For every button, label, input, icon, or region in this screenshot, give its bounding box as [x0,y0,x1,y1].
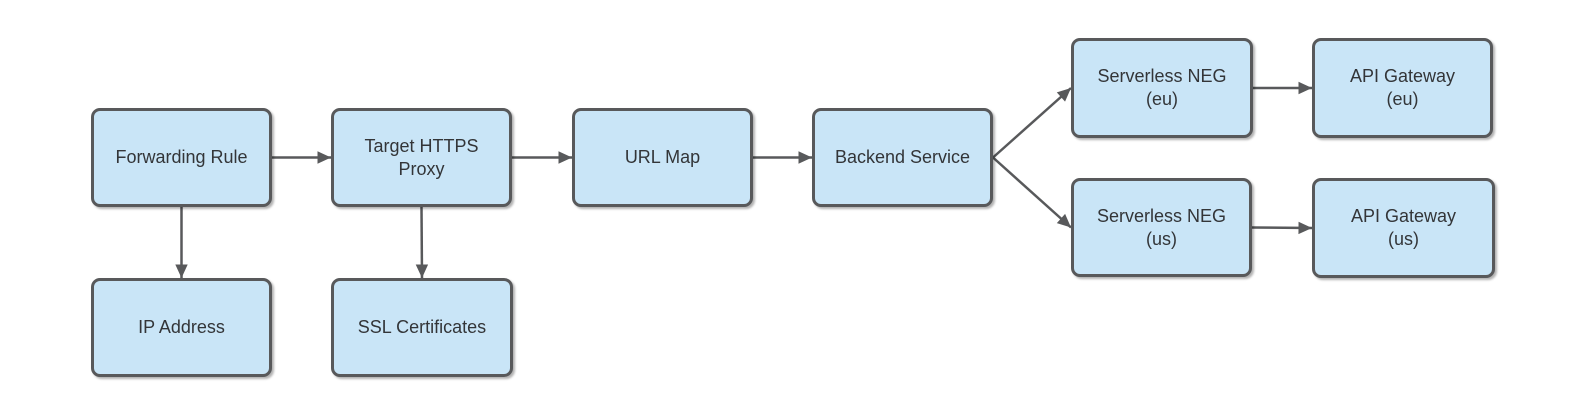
node-backend-service: Backend Service [812,108,993,207]
edge-backend-service-to-serverless-neg-eu [992,87,1072,159]
node-api-gateway-us: API Gateway(us) [1312,178,1495,278]
node-serverless-neg-eu: Serverless NEG(eu) [1071,38,1253,138]
node-forwarding-rule: Forwarding Rule [91,108,272,207]
node-label: SSL Certificates [357,317,487,337]
node-label: API Gateway(us) [1350,206,1457,249]
node-label: API Gateway(eu) [1349,66,1456,109]
node-label: IP Address [138,317,225,337]
node-serverless-neg-us: Serverless NEG(us) [1071,178,1252,277]
node-label: URL Map [624,147,701,167]
node-api-gateway-eu: API Gateway(eu) [1312,38,1493,138]
node-label: Forwarding Rule [115,147,248,167]
node-ip-address: IP Address [91,278,272,377]
edge-backend-service-to-serverless-neg-us [992,156,1072,229]
edge-target-https-proxy-to-ssl-certificates [415,206,429,279]
node-label: Serverless NEG(eu) [1097,66,1227,109]
node-label: Serverless NEG(us) [1096,205,1227,249]
node-label: Backend Service [834,147,971,167]
node-ssl-certificates: SSL Certificates [331,278,513,377]
node-url-map: URL Map [572,108,753,207]
edge-serverless-neg-us-to-api-gateway-us [1251,221,1313,235]
